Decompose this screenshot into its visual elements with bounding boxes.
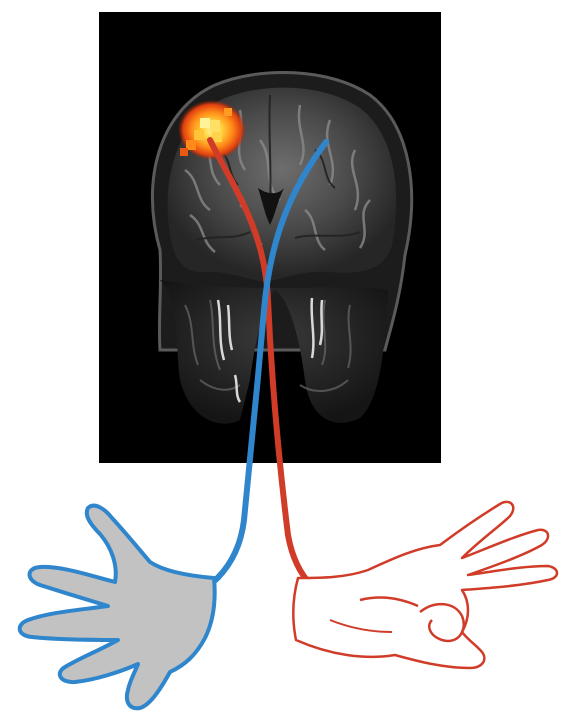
activation-hotspot xyxy=(178,100,246,160)
pinch-grip-hand-icon xyxy=(293,502,557,668)
open-hand-shape xyxy=(20,506,215,709)
pinch-hand-outline xyxy=(293,502,557,668)
mri-scan-panel xyxy=(99,12,441,463)
open-hand-icon xyxy=(20,506,215,709)
